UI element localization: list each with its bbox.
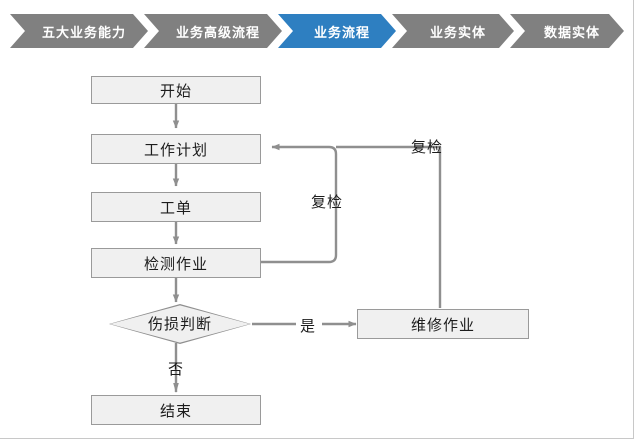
node-start[interactable]: 开始	[91, 76, 261, 104]
node-end-label: 结束	[159, 402, 192, 420]
breadcrumb-item-3-label: 业务流程	[313, 24, 370, 40]
edge-label-no-text: 否	[168, 361, 185, 378]
edge-label-yes: 是	[300, 315, 316, 336]
node-repair-label: 维修作业	[410, 316, 475, 334]
node-work-order-label: 工单	[159, 199, 192, 217]
node-end[interactable]: 结束	[91, 395, 261, 425]
breadcrumb-item-2-label: 业务高级流程	[175, 24, 260, 40]
edge-label-recheck-outer: 复检	[411, 136, 443, 157]
breadcrumb-item-3[interactable]: 业务流程	[278, 14, 396, 48]
node-start-label: 开始	[159, 82, 192, 100]
node-inspection[interactable]: 检测作业	[91, 248, 261, 278]
breadcrumb-item-4-label: 业务实体	[429, 24, 486, 40]
node-inspection-label: 检测作业	[143, 255, 208, 273]
breadcrumb-item-4[interactable]: 业务实体	[392, 14, 514, 48]
node-repair[interactable]: 维修作业	[357, 309, 529, 339]
node-work-plan-label: 工作计划	[143, 141, 208, 159]
breadcrumb-item-1[interactable]: 五大业务能力	[10, 14, 148, 48]
node-work-order[interactable]: 工单	[91, 192, 261, 222]
edge-label-recheck-inner-text: 复检	[311, 194, 344, 211]
breadcrumb: 五大业务能力 业务高级流程 业务流程 业务实体 数据实体	[10, 14, 624, 48]
node-damage-decision-label: 伤损判断	[147, 316, 212, 334]
edge-label-no: 否	[168, 358, 184, 379]
node-work-plan[interactable]: 工作计划	[91, 134, 261, 164]
edge-label-recheck-outer-text: 复检	[411, 139, 444, 156]
breadcrumb-item-5-label: 数据实体	[543, 24, 600, 40]
edge-label-yes-text: 是	[300, 318, 317, 335]
edge-label-recheck-inner: 复检	[311, 191, 343, 212]
breadcrumb-item-2[interactable]: 业务高级流程	[144, 14, 282, 48]
breadcrumb-item-5[interactable]: 数据实体	[510, 14, 624, 48]
breadcrumb-item-1-label: 五大业务能力	[41, 24, 126, 40]
